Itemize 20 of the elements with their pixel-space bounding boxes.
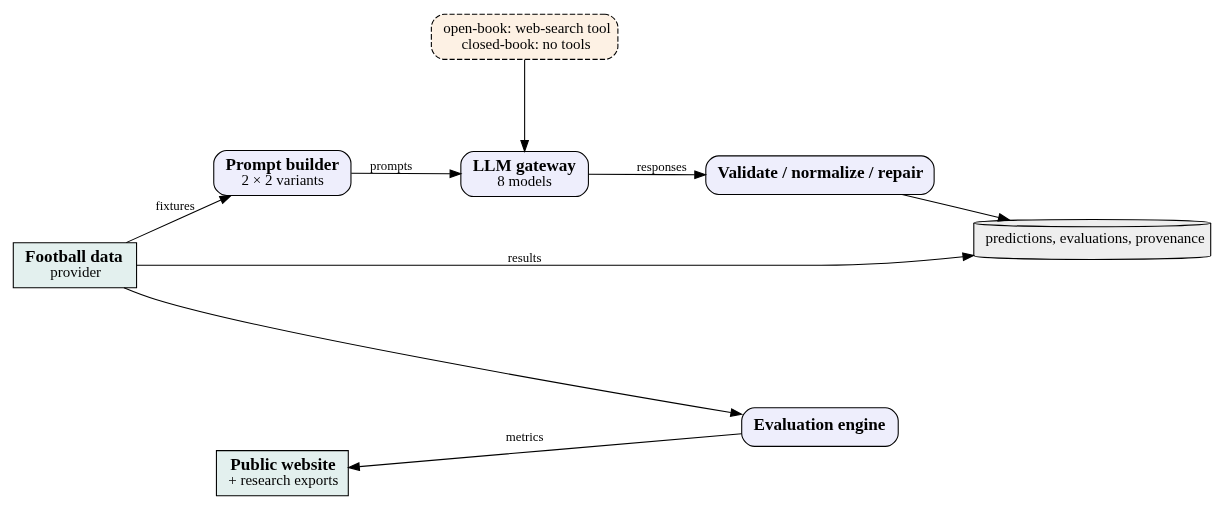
node-box: open-book: web-search tool closed-book: no tools — [430, 13, 618, 60]
edge-label: responses — [636, 159, 687, 174]
arrow — [519, 58, 529, 153]
node-box: Football data provider — [12, 241, 137, 288]
arrow — [587, 169, 707, 179]
node-box: Public website + research exports — [215, 449, 349, 496]
arrow — [135, 251, 975, 266]
node-box: Evaluation engine — [740, 406, 899, 447]
edge-label: results — [507, 250, 541, 265]
edge-label: prompts — [369, 158, 412, 173]
node-box: LLM gateway 8 models — [459, 150, 589, 197]
edge-label: fixtures — [155, 198, 195, 213]
node-box: Validate / normalize / repair — [704, 154, 935, 195]
arrow — [125, 194, 232, 243]
node-box: Prompt builder 2 × 2 variants — [212, 149, 351, 196]
edge-label: metrics — [505, 429, 544, 444]
arrow — [346, 432, 742, 471]
arrow — [122, 286, 743, 417]
arrow — [350, 168, 462, 178]
arrow — [901, 193, 1011, 222]
